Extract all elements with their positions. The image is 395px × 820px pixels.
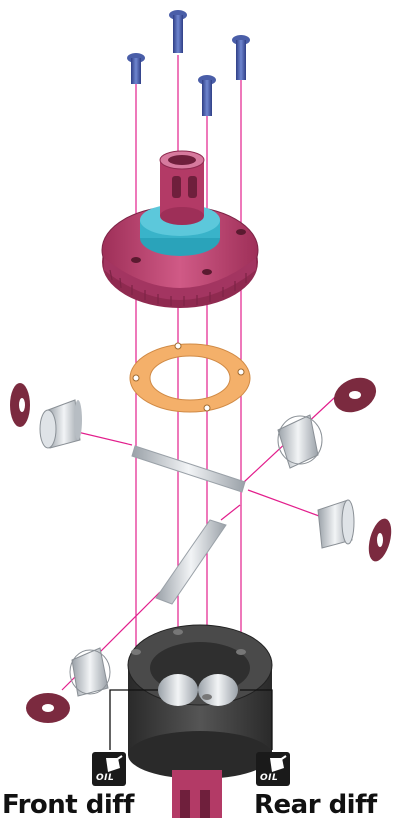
screw-1 — [169, 10, 187, 53]
cross-pin-short — [155, 519, 227, 605]
spider-gear-top-right — [277, 414, 323, 469]
spider-gear-left — [39, 399, 82, 449]
guide-lines — [47, 55, 349, 691]
washer-top-right — [333, 377, 377, 413]
front-diff-caption: Front diff — [2, 790, 134, 820]
screw-2 — [127, 53, 145, 84]
spider-gear-right — [317, 499, 355, 549]
oil-label-left: OIL — [96, 773, 115, 783]
screw-3 — [232, 35, 250, 80]
rear-diff-caption: Rear diff — [254, 790, 377, 820]
oil-label-right: OIL — [260, 773, 279, 783]
cross-pin-long — [131, 445, 246, 493]
spider-gear-bottom-left — [69, 647, 111, 697]
oil-callout-lines — [109, 689, 273, 750]
washer-right — [368, 518, 392, 562]
gasket — [129, 342, 251, 413]
ring-gear — [101, 204, 259, 308]
output-cup — [159, 150, 205, 225]
diff-case — [127, 624, 273, 818]
oil-icon-left: OIL — [92, 752, 126, 786]
oil-icon-right: OIL — [256, 752, 290, 786]
screw-4 — [198, 75, 216, 116]
washer-bottom-left — [26, 693, 70, 723]
washer-left — [10, 383, 30, 427]
